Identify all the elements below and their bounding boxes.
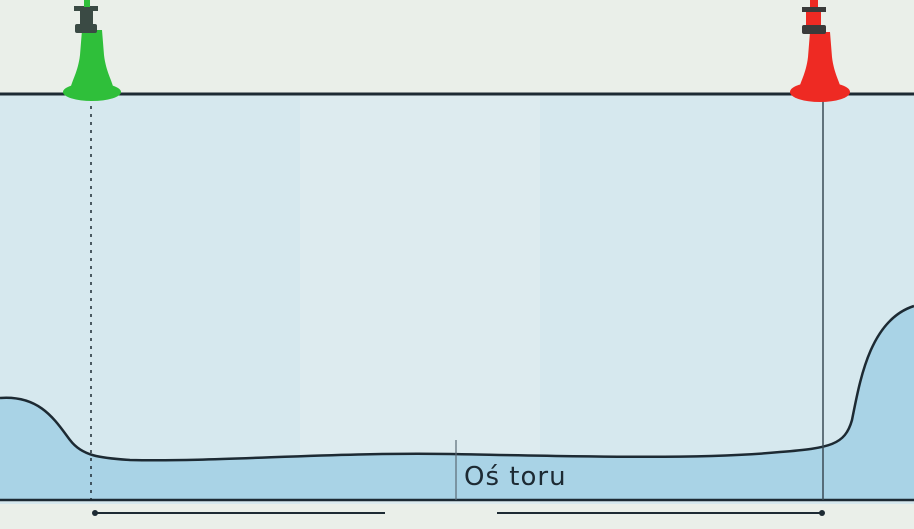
width-dimension-right-end bbox=[819, 510, 825, 516]
fairway-axis-label: Oś toru bbox=[464, 462, 567, 492]
green-lateral-buoy-icon bbox=[63, 0, 121, 101]
red-lateral-buoy-icon bbox=[790, 0, 850, 102]
water-light-band bbox=[300, 94, 540, 504]
channel-bed-outline bbox=[0, 304, 914, 462]
width-dimension-left-end bbox=[92, 510, 98, 516]
sky-area bbox=[0, 0, 914, 94]
